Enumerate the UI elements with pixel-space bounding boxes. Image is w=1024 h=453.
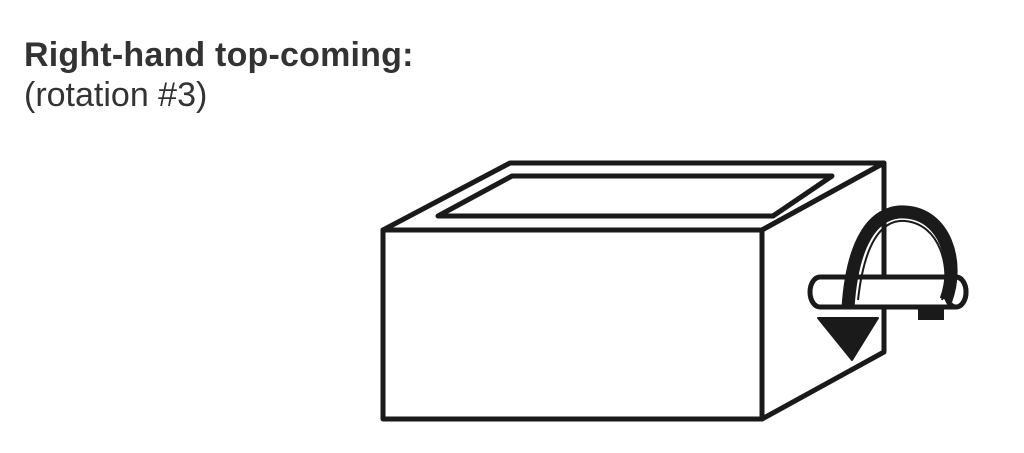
rotation-arrow-icon xyxy=(817,205,958,361)
diagram-subtitle: (rotation #3) xyxy=(24,75,208,114)
diagram-title: Right-hand top-coming: xyxy=(24,36,414,74)
caption: Right-hand top-coming: (rotation #3) xyxy=(24,36,414,114)
rotation-arrow-head xyxy=(817,317,879,361)
rotation-arrow-ribbon xyxy=(857,219,947,301)
rotation-arrow-tail xyxy=(918,306,944,320)
box-top-panel xyxy=(435,173,835,219)
rotation-arrow-arc xyxy=(841,205,958,309)
box-front-face xyxy=(380,227,765,422)
